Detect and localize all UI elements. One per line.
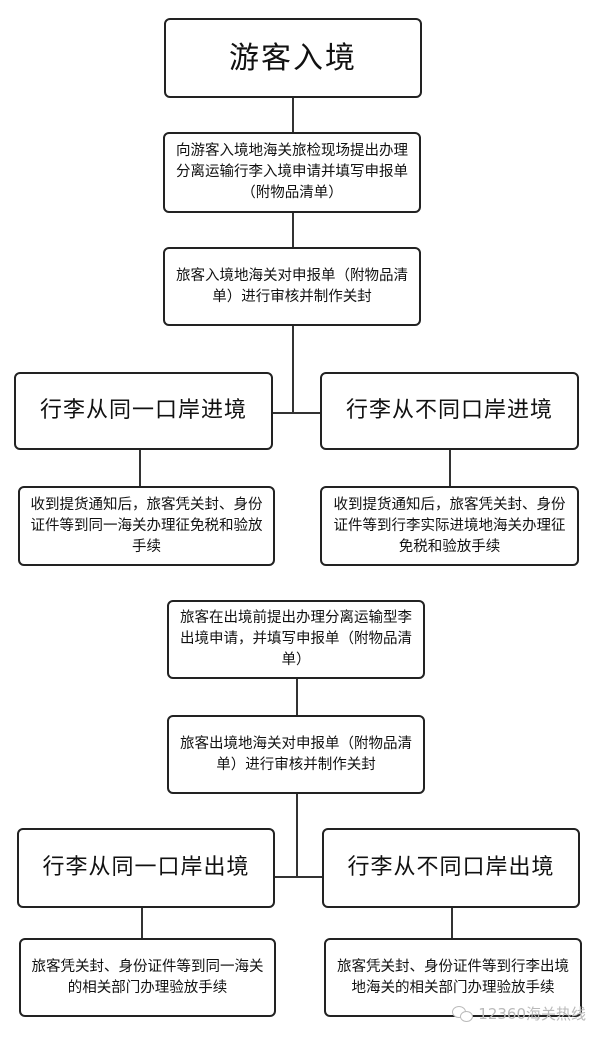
entry-step2-box: 旅客入境地海关对申报单（附物品清单）进行审核并制作关封 <box>163 247 421 326</box>
exit-result-same-box: 旅客凭关封、身份证件等到同一海关的相关部门办理验放手续 <box>19 938 276 1017</box>
watermark-text: 12360海关热线 <box>478 1005 586 1023</box>
entry-result-same-box: 收到提货通知后，旅客凭关封、身份证件等到同一海关办理征免税和验放手续 <box>18 486 275 566</box>
exit-result-same-label: 旅客凭关封、身份证件等到同一海关的相关部门办理验放手续 <box>31 958 264 996</box>
exit-branch-diff-label: 行李从不同口岸出境 <box>347 854 555 880</box>
entry-title-label: 游客入境 <box>229 40 357 76</box>
connector-exit-same-result <box>141 908 143 938</box>
entry-branch-same-box: 行李从同一口岸进境 <box>14 372 273 450</box>
entry-branch-diff-box: 行李从不同口岸进境 <box>320 372 579 450</box>
connector-entry-diff-result <box>449 450 451 486</box>
connector-entry-same-result <box>139 450 141 486</box>
exit-step2-label: 旅客出境地海关对申报单（附物品清单）进行审核并制作关封 <box>180 735 412 773</box>
connector-exit-diff-result <box>451 908 453 938</box>
connector-entry-branch-horizontal <box>273 412 320 414</box>
exit-result-diff-label: 旅客凭关封、身份证件等到行李出境地海关的相关部门办理验放手续 <box>337 958 569 996</box>
entry-step1-label: 向游客入境地海关旅检现场提出办理分离运输行李入境申请并填写申报单（附物品清单） <box>176 143 408 201</box>
entry-branch-diff-label: 行李从不同口岸进境 <box>345 397 553 423</box>
exit-step2-box: 旅客出境地海关对申报单（附物品清单）进行审核并制作关封 <box>167 715 425 794</box>
entry-title-box: 游客入境 <box>164 18 422 98</box>
connector-entry-step1-step2 <box>292 213 294 247</box>
entry-result-diff-label: 收到提货通知后，旅客凭关封、身份证件等到行李实际进境地海关办理征免税和验放手续 <box>333 496 566 555</box>
exit-branch-same-box: 行李从同一口岸出境 <box>17 828 275 908</box>
watermark: 12360海关热线 <box>452 1003 586 1024</box>
exit-result-diff-box: 旅客凭关封、身份证件等到行李出境地海关的相关部门办理验放手续 <box>324 938 582 1017</box>
exit-branch-same-label: 行李从同一口岸出境 <box>42 854 250 880</box>
entry-result-same-label: 收到提货通知后，旅客凭关封、身份证件等到同一海关办理征免税和验放手续 <box>30 496 263 555</box>
exit-step1-box: 旅客在出境前提出办理分离运输型李出境申请，并填写申报单（附物品清单） <box>167 600 425 679</box>
connector-exit-step2-junction <box>296 794 298 877</box>
connector-exit-step1-step2 <box>296 679 298 715</box>
entry-branch-same-label: 行李从同一口岸进境 <box>39 397 247 423</box>
exit-step1-label: 旅客在出境前提出办理分离运输型李出境申请，并填写申报单（附物品清单） <box>180 610 412 668</box>
entry-step2-label: 旅客入境地海关对申报单（附物品清单）进行审核并制作关封 <box>176 267 408 305</box>
connector-exit-branch-horizontal <box>275 876 322 878</box>
connector-entry-step2-junction <box>292 326 294 413</box>
entry-step1-box: 向游客入境地海关旅检现场提出办理分离运输行李入境申请并填写申报单（附物品清单） <box>163 132 421 213</box>
wechat-icon <box>452 1005 474 1023</box>
exit-branch-diff-box: 行李从不同口岸出境 <box>322 828 580 908</box>
entry-result-diff-box: 收到提货通知后，旅客凭关封、身份证件等到行李实际进境地海关办理征免税和验放手续 <box>320 486 579 566</box>
connector-entry-title-step1 <box>292 98 294 132</box>
